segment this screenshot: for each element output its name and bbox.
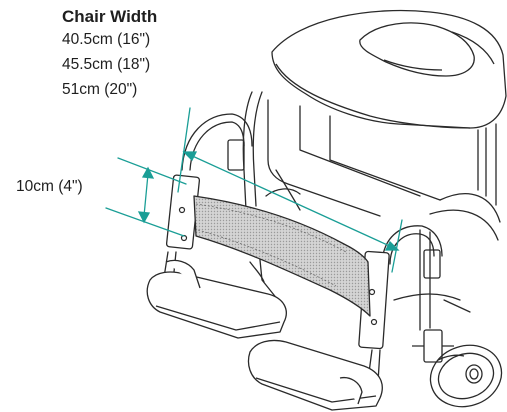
chair-frame: [239, 91, 501, 331]
front-castor: [412, 329, 503, 408]
left-footplate: [146, 259, 287, 339]
right-footplate: [247, 339, 383, 411]
chair-width-title: Chair Width: [62, 7, 158, 26]
strap-height-dimension: [105, 157, 187, 237]
chair-width-option-20: 51cm (20"): [62, 81, 138, 98]
seat-cushion: [271, 9, 507, 129]
calf-strap: [193, 195, 371, 317]
chair-width-option-16: 40.5cm (16"): [62, 31, 151, 48]
calf-strap-hem: [195, 203, 347, 287]
chair-width-option-18: 45.5cm (18"): [62, 56, 151, 73]
chair-width-dimension: [177, 107, 403, 273]
strap-height-label: 10cm (4"): [16, 178, 83, 195]
